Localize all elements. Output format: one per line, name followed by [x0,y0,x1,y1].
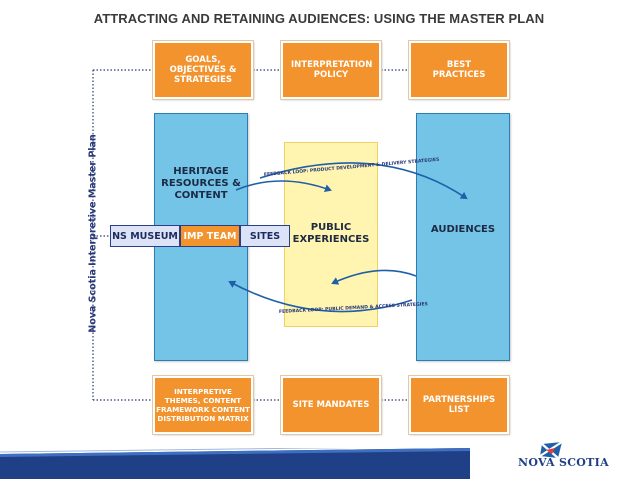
partnerships-box: PARTNERSHIPS LIST [408,375,510,435]
goals-box-label: GOALS, OBJECTIVES & STRATEGIES [169,55,237,85]
heritage-label: HERITAGE RESOURCES & CONTENT [161,166,241,201]
footer-band-shape [0,445,471,479]
interpretation-policy-box: INTERPRETATION POLICY [280,40,382,100]
arrow-heritage-to-public [235,180,332,193]
public-experiences-column [284,142,378,327]
interpretive-themes-box: INTERPRETIVE THEMES, CONTENT FRAMEWORK C… [152,375,254,435]
audiences-column [416,113,510,361]
feedback-top-label: FEEDBACK LOOP: PRODUCT DEVELOPMENT & DEL… [264,157,440,178]
best-practices-box: BEST PRACTICES [408,40,510,100]
site-mandates-box: SITE MANDATES [280,375,382,435]
arrow-audiences-to-public [331,269,417,285]
flag-icon [539,441,563,459]
page-title: ATTRACTING AND RETAINING AUDIENCES: USIN… [93,11,545,26]
logo-text: NOVA SCOTIA [518,456,609,469]
imp-team-label: IMP TEAM [183,230,237,242]
partnerships-label: PARTNERSHIPS LIST [422,395,496,415]
interpretation-policy-label: INTERPRETATION POLICY [291,60,373,80]
site-mandates-label: SITE MANDATES [292,400,370,410]
interpretive-themes-label: INTERPRETIVE THEMES, CONTENT FRAMEWORK C… [156,387,250,423]
best-practices-label: BEST PRACTICES [432,60,486,80]
ns-museum-label: NS MUSEUM [112,230,178,242]
arrow-bottom-to-heritage [228,280,413,313]
audiences-label: AUDIENCES [430,224,496,235]
sites-label: SITES [249,230,281,242]
footer-band [0,445,638,479]
arrow-top-to-audiences [259,162,468,200]
ns-museum-pill: NS MUSEUM [110,225,180,247]
goals-box: GOALS, OBJECTIVES & STRATEGIES [152,40,254,100]
nova-scotia-logo: NOVA SCOTIA [500,441,630,474]
imp-team-pill: IMP TEAM [180,225,240,247]
public-experiences-label: PUBLIC EXPERIENCES [292,222,370,245]
feedback-bottom-label: FEEDBACK LOOP: PUBLIC DEMAND & ACCESS ST… [279,301,428,315]
sites-pill: SITES [240,225,290,247]
